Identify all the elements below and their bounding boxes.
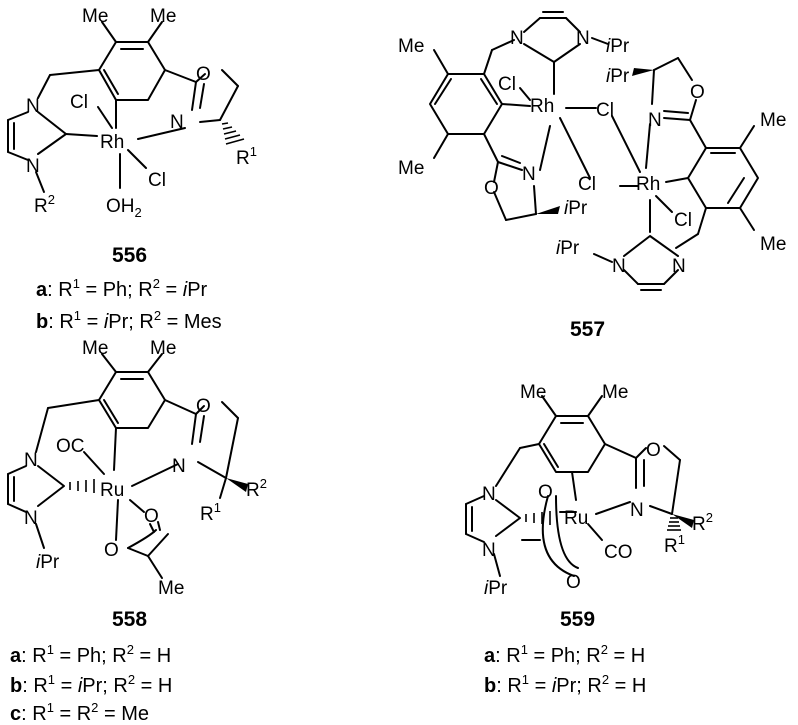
isopropyl-label: iPr <box>556 238 580 259</box>
rhodium-label: Rh <box>636 174 660 195</box>
oxygen-label: O <box>646 440 661 461</box>
caption-557: 557 <box>570 318 605 341</box>
compound-number: 556 <box>112 244 147 267</box>
compound-558-atom-labels: Me Me O N N N OC Ru O O Me iPr R2 R1 <box>24 338 267 599</box>
nitrogen-label: N <box>24 450 38 471</box>
variant-line: b: R1 = iPr; R2 = H <box>10 672 172 697</box>
nitrogen-label: N <box>482 484 496 505</box>
oxygen-label: O <box>484 178 499 199</box>
r1-label: R1 <box>236 144 257 169</box>
oxygen-label: O <box>538 482 553 503</box>
nitrogen-label: N <box>510 28 524 49</box>
chloride-label: Cl <box>70 92 88 113</box>
compound-557-atom-labels: N N iPr Me Me Cl Rh Cl Cl N O iPr iPr O … <box>398 28 786 277</box>
r2-label: R2 <box>34 192 55 217</box>
nitrogen-label: N <box>24 508 38 529</box>
variant-line: a: R1 = Ph; R2 = H <box>10 642 171 667</box>
variant-line: a: R1 = Ph; R2 = iPr <box>36 276 208 301</box>
methyl-label: Me <box>158 578 184 599</box>
ruthenium-label: Ru <box>564 508 588 529</box>
nitrogen-label: N <box>648 110 662 131</box>
compound-558-structure <box>7 353 248 579</box>
methyl-label: Me <box>82 6 108 27</box>
nitrogen-label: N <box>576 28 590 49</box>
nitrogen-label: N <box>522 164 536 185</box>
oxygen-label: O <box>690 82 705 103</box>
isopropyl-label: iPr <box>606 66 630 87</box>
compound-559-structure <box>465 395 694 577</box>
variant-line: b: R1 = iPr; R2 = Mes <box>36 308 222 333</box>
nitrogen-label: N <box>172 456 186 477</box>
nitrogen-label: N <box>612 256 626 277</box>
compound-number: 558 <box>112 608 147 631</box>
oxygen-label: O <box>566 572 581 593</box>
nitrogen-label: N <box>26 156 40 177</box>
ruthenium-label: Ru <box>100 480 124 501</box>
variant-line: b: R1 = iPr; R2 = H <box>484 672 646 697</box>
aqua-ligand-label: OH2 <box>106 196 142 220</box>
oxygen-label: O <box>104 540 119 561</box>
chloride-label: Cl <box>498 74 516 95</box>
oxygen-label: O <box>196 396 211 417</box>
isopropyl-label: iPr <box>564 198 588 219</box>
methyl-label: Me <box>602 382 628 403</box>
compound-number: 557 <box>570 318 605 341</box>
methyl-label: Me <box>760 234 786 255</box>
isopropyl-label: iPr <box>36 552 60 573</box>
nitrogen-label: N <box>482 540 496 561</box>
methyl-label: Me <box>398 158 424 179</box>
chloride-label: Cl <box>674 210 692 231</box>
rhodium-label: Rh <box>530 96 554 117</box>
chloride-label: Cl <box>578 174 596 195</box>
r2-label: R2 <box>692 510 713 535</box>
compound-556-structure <box>7 21 245 193</box>
nitrogen-label: N <box>170 112 184 133</box>
methyl-label: Me <box>520 382 546 403</box>
r1-label: R1 <box>664 532 685 557</box>
chloride-label: Cl <box>596 100 614 121</box>
rhodium-label: Rh <box>100 132 124 153</box>
methyl-label: Me <box>82 338 108 359</box>
oxygen-label: O <box>144 506 159 527</box>
nitrogen-label: N <box>26 96 40 117</box>
variant-line: c: R1 = R2 = Me <box>10 700 149 725</box>
isopropyl-label: iPr <box>606 36 630 57</box>
compound-556-atom-labels: Me Me O N N N Cl Rh Cl OH2 R1 R2 <box>26 6 257 220</box>
caption-558: 558 a: R1 = Ph; R2 = H b: R1 = iPr; R2 =… <box>10 608 172 725</box>
nitrogen-label: N <box>630 500 644 521</box>
chloride-label: Cl <box>148 170 166 191</box>
methyl-label: Me <box>398 36 424 57</box>
r2-label: R2 <box>246 476 267 501</box>
oxygen-label: O <box>196 64 211 85</box>
methyl-label: Me <box>150 6 176 27</box>
r1-label: R1 <box>200 500 221 525</box>
compound-559-atom-labels: Me Me O N N N O Ru CO O iPr R2 R1 <box>482 382 713 599</box>
methyl-label: Me <box>150 338 176 359</box>
compound-number: 559 <box>560 608 595 631</box>
caption-559: 559 a: R1 = Ph; R2 = H b: R1 = iPr; R2 =… <box>484 608 646 697</box>
carbonyl-label: OC <box>56 436 85 457</box>
caption-556: 556 a: R1 = Ph; R2 = iPr b: R1 = iPr; R2… <box>36 244 222 333</box>
methyl-label: Me <box>760 110 786 131</box>
carbonyl-label: CO <box>604 542 633 563</box>
compound-557-structure <box>429 11 759 291</box>
variant-line: a: R1 = Ph; R2 = H <box>484 642 645 667</box>
nitrogen-label: N <box>672 256 686 277</box>
isopropyl-label: iPr <box>484 578 508 599</box>
